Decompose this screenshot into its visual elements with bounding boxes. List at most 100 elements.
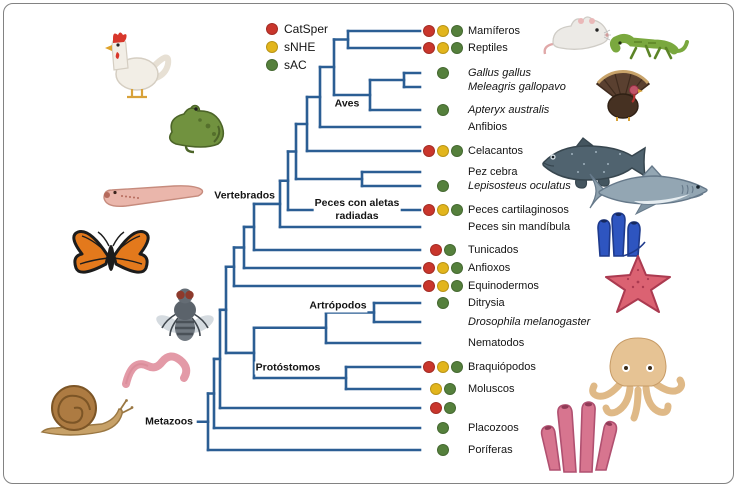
marker-dots [420,42,466,54]
tunicate-colony-illustration [592,210,650,265]
sac-dot-icon [444,244,456,256]
catsper-dot-icon [423,42,435,54]
sac-dot-icon [451,361,463,373]
taxon-row: Celacantos [420,143,523,160]
taxon-row: Braquiópodos [420,359,536,376]
sac-dot-icon [437,180,449,192]
taxon-label: Drosophila melanogaster [468,316,591,328]
marker-dots [420,180,466,192]
taxon-label: Anfioxos [468,262,511,274]
marker-dots [420,145,466,157]
taxon-row: Tunicados [420,242,518,259]
sac-dot-icon [437,444,449,456]
sac-dot-icon [437,67,449,79]
taxon-row: Nematodos [420,335,524,352]
fly-illustration [154,284,216,351]
coelacanth-illustration [538,136,652,195]
sac-dot-icon [451,262,463,274]
legend-label: sNHE [284,39,316,54]
taxon-row: Gallus gallus [420,65,531,82]
taxon-row: Anfibios [420,119,507,136]
taxon-row: Peces sin mandíbula [420,219,570,236]
taxon-row [420,400,468,417]
taxon-row: Lepisosteus oculatus [420,178,571,195]
taxon-label: Celacantos [468,145,524,157]
marker-dots [420,383,466,395]
taxon-label: Pez cebra [468,166,518,178]
taxon-label: Tunicados [468,244,519,256]
snail-illustration [34,378,134,445]
snhe-dot-icon [437,280,449,292]
starfish-illustration [600,254,676,321]
snhe-dot-icon [437,42,449,54]
octopus-illustration [588,334,688,429]
catsper-dot-icon [430,244,442,256]
sac-dot-icon [437,104,449,116]
lizard-illustration [608,30,690,75]
taxon-label: Moluscos [468,383,515,395]
legend-label: CatSper [284,21,329,36]
clade-label: Metazoos [144,415,194,429]
marker-dots [420,280,466,292]
sac-dot-icon [444,402,456,414]
taxon-label: Apteryx australis [468,104,550,116]
taxon-label: Lepisosteus oculatus [468,180,571,192]
mouse-illustration [541,12,613,63]
clade-label: Aves [333,97,361,111]
sac-dot-icon [437,297,449,309]
sac-marker-icon [266,58,278,71]
taxon-row: Anfioxos [420,260,510,277]
turkey-illustration [589,68,657,127]
snhe-dot-icon [430,383,442,395]
rooster-illustration [92,24,174,109]
taxon-label: Braquiópodos [468,361,536,373]
marker-dots [420,67,466,79]
taxon-label: Anfibios [468,121,508,133]
snhe-dot-icon [437,204,449,216]
lamprey-illustration [96,180,206,221]
sac-dot-icon [451,42,463,54]
snhe-marker-icon [266,40,278,53]
snhe-dot-icon [437,361,449,373]
sac-dot-icon [437,422,449,434]
clade-label: Protóstomos [254,361,322,375]
legend-item-snhe: sNHE [266,39,328,54]
legend-item-catsper: CatSper [266,21,329,36]
taxon-row: Ditrysia [420,295,505,312]
taxon-row: Poríferas [420,442,513,459]
shark-illustration [588,164,712,223]
snhe-dot-icon [437,262,449,274]
taxon-row: Mamíferos [420,23,520,40]
worm-illustration [118,342,198,401]
sac-dot-icon [451,145,463,157]
clade-label: Vertebrados [213,189,276,203]
legend-label: sAC [284,57,307,72]
taxon-row: Peces cartilaginosos [420,202,569,219]
marker-dots [420,25,466,37]
taxon-row: Equinodermos [420,278,539,295]
catsper-dot-icon [423,204,435,216]
catsper-dot-icon [423,145,435,157]
clade-label: Artrópodos [308,299,368,313]
marker-dots [420,297,466,309]
taxon-label: Mamíferos [468,25,520,37]
marker-dots [420,244,466,256]
marker-dots [420,204,466,216]
catsper-marker-icon [266,22,278,35]
tree-connectors [196,38,406,424]
marker-dots [420,262,466,274]
catsper-dot-icon [423,262,435,274]
taxon-label: Reptiles [468,42,508,54]
taxon-row: Apteryx australis [420,102,549,119]
monarch-butterfly-illustration [68,224,154,297]
taxon-label: Equinodermos [468,280,539,292]
marker-dots [420,361,466,373]
marker-dots [420,104,466,116]
taxon-row: Meleagris gallopavo [420,79,566,96]
